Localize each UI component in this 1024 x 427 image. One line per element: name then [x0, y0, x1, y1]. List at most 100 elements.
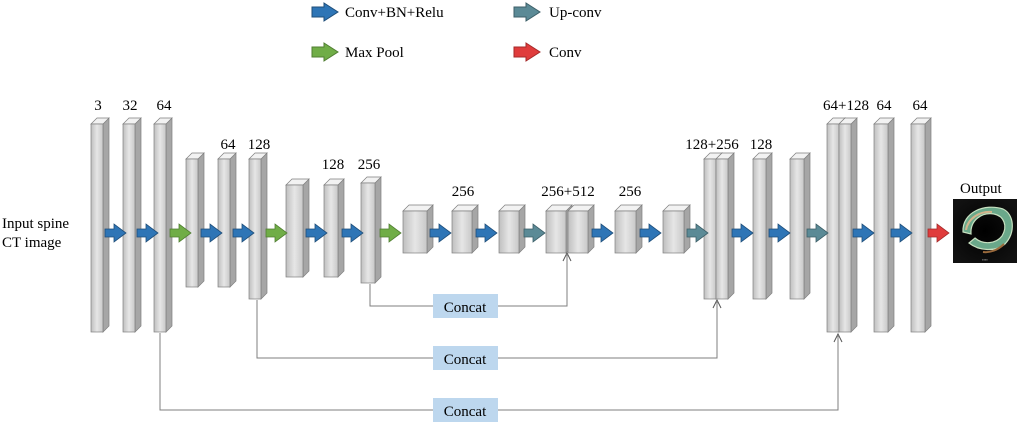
block-c5-face — [217, 158, 231, 288]
channel-label-c3: 64 — [157, 98, 173, 114]
max-pool-arrow-icon — [311, 42, 339, 62]
block-c11-face — [451, 210, 473, 254]
block-c8 — [323, 178, 345, 278]
block-c19 — [752, 152, 773, 300]
block-c19-face — [752, 158, 767, 300]
channel-label-c11: 128+256 — [685, 137, 739, 153]
output-label: Output — [960, 181, 1003, 197]
conv-bn-relu-arrow-icon — [311, 2, 339, 22]
block-c23 — [873, 117, 895, 333]
block-c23-side — [887, 117, 895, 333]
block-c14-face — [567, 210, 589, 254]
block-c24 — [910, 117, 932, 333]
block-c20-side — [803, 152, 811, 300]
block-c18-side — [727, 152, 735, 300]
block-c22-side — [850, 117, 858, 333]
block-c18-face — [715, 158, 729, 300]
legend-conv-bn-relu: Conv+BN+Relu — [311, 2, 444, 22]
channel-label-c13: 64+128 — [823, 98, 869, 114]
block-c4 — [185, 152, 205, 288]
block-c21-face — [826, 123, 840, 333]
output-image: ▪▪▪▪ — [953, 199, 1017, 263]
channel-label-c4: 64 — [221, 137, 237, 153]
block-c2-face — [122, 123, 136, 333]
channel-label-c14: 64 — [877, 98, 893, 114]
legend-max-pool-label: Max Pool — [345, 45, 404, 61]
legend-conv-bn-relu-label: Conv+BN+Relu — [345, 5, 444, 21]
block-c24-face — [910, 123, 926, 333]
conv-bn-relu-arrow-11-icon — [475, 223, 498, 243]
conv-bn-relu-arrow-5-icon — [232, 223, 255, 243]
feature-map-blocks — [90, 117, 932, 333]
block-c5-side — [229, 152, 237, 288]
block-c20-face — [789, 158, 805, 300]
block-c3-face — [153, 123, 167, 333]
concat-top-label: Concat — [444, 300, 487, 316]
channel-label-c9: 256+512 — [541, 184, 594, 200]
block-c16-face — [662, 210, 685, 254]
concat-bottom: Concat — [433, 398, 498, 422]
concat-middle-label: Concat — [444, 352, 487, 368]
block-c12-face — [498, 210, 520, 254]
block-c7 — [285, 178, 310, 278]
conv-bn-relu-arrow-8-icon — [341, 223, 364, 243]
block-c7-face — [285, 184, 304, 278]
conv-bn-relu-arrow-1-icon — [104, 223, 127, 243]
conv-bn-relu-arrow-4-icon — [200, 223, 223, 243]
block-c1 — [90, 117, 110, 333]
max-pool-arrow-3-icon — [169, 223, 192, 243]
up-conv-arrow-icon — [513, 2, 541, 22]
conv-arrow-icon — [513, 42, 541, 62]
input-label-line2: CT image — [2, 235, 62, 251]
conv-bn-relu-arrow-2-icon — [136, 223, 159, 243]
concat-bottom-label: Concat — [444, 404, 487, 420]
channel-label-c5: 128 — [248, 137, 271, 153]
legend-up-conv-label: Up-conv — [549, 5, 602, 21]
conv-bn-relu-arrow-13-icon — [591, 223, 614, 243]
conv-bn-relu-arrow-14-icon — [639, 223, 662, 243]
block-c1-face — [90, 123, 104, 333]
block-c6 — [248, 152, 268, 300]
block-c1-side — [102, 117, 110, 333]
block-c4-face — [185, 158, 199, 288]
block-c19-side — [765, 152, 773, 300]
channel-label-c12: 128 — [750, 137, 773, 153]
channel-label-c1: 3 — [94, 98, 102, 114]
conv-bn-relu-arrow-10-icon — [429, 223, 452, 243]
block-c24-side — [924, 117, 932, 333]
block-c2 — [122, 117, 142, 333]
max-pool-arrow-6-icon — [265, 223, 288, 243]
channel-label-c7: 256 — [358, 157, 381, 173]
block-c13-face — [545, 210, 567, 254]
block-c16 — [662, 204, 691, 254]
skip-arrowhead-top — [562, 251, 572, 262]
block-c22 — [838, 117, 858, 333]
skip-line-bottom — [159, 333, 839, 411]
flow-arrows — [104, 223, 950, 243]
block-c6-face — [248, 158, 262, 300]
channel-label-c10: 256 — [619, 184, 642, 200]
block-c11 — [451, 204, 479, 254]
block-c5 — [217, 152, 237, 288]
block-c15 — [614, 204, 643, 254]
block-c3 — [153, 117, 173, 333]
up-conv-arrow-12-icon — [523, 223, 546, 243]
block-c6-side — [260, 152, 268, 300]
concat-top: Concat — [433, 294, 498, 318]
channel-label-c8: 256 — [452, 184, 475, 200]
legend-up-conv: Up-conv — [513, 2, 602, 22]
conv-bn-relu-arrow-20-icon — [890, 223, 913, 243]
up-conv-arrow-18-icon — [806, 223, 829, 243]
block-c3-side — [165, 117, 173, 333]
conv-bn-relu-arrow-19-icon — [852, 223, 875, 243]
conv-bn-relu-arrow-17-icon — [768, 223, 791, 243]
channel-labels: 3 32 64 64 128 128 256 256 256+512 256 1… — [94, 98, 928, 200]
input-label-line1: Input spine — [2, 216, 69, 232]
max-pool-arrow-9-icon — [379, 223, 402, 243]
block-c4-side — [197, 152, 205, 288]
block-c8-side — [337, 178, 345, 278]
block-c13 — [545, 204, 573, 254]
up-conv-arrow-15-icon — [686, 223, 709, 243]
skip-arrowhead-bottom — [833, 332, 843, 343]
svg-text:▪▪▪▪: ▪▪▪▪ — [982, 257, 988, 262]
